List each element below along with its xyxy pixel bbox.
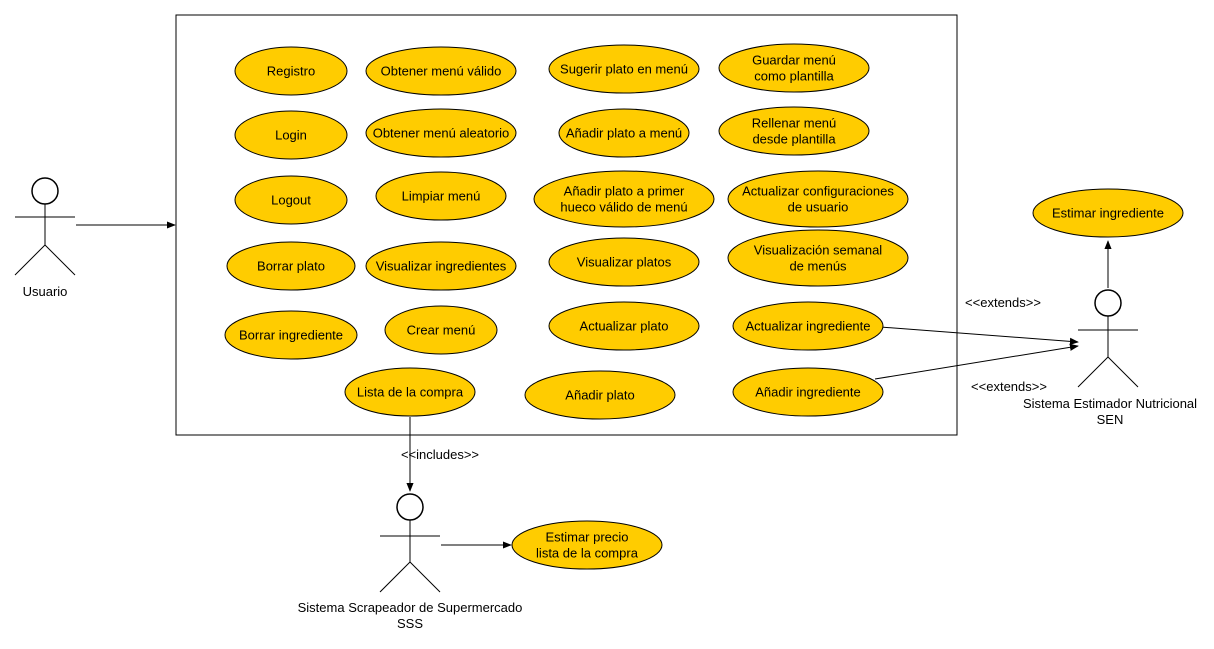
use-case-crear-menu-label: Crear menú <box>407 323 476 338</box>
use-case-visualizacion-semanal-shape <box>727 229 909 287</box>
use-case-guardar-menu-label: Guardar menú <box>752 53 836 68</box>
use-case-obtener-menu-aleatorio-shape <box>365 108 517 158</box>
use-case-anadir-plato[interactable]: Añadir plato <box>524 370 676 420</box>
use-case-obtener-menu-aleatorio-label: Obtener menú aleatorio <box>373 126 510 141</box>
use-case-sugerir-plato-shape <box>548 44 700 94</box>
use-case-logout-label: Logout <box>271 193 311 208</box>
use-case-actualizar-plato-label: Actualizar plato <box>580 319 669 334</box>
extends-arrow-actualizar <box>879 326 1079 345</box>
use-case-anadir-ingrediente-shape <box>732 367 884 417</box>
use-case-obtener-menu-valido-shape <box>365 46 517 96</box>
use-case-visualizar-ingredientes-shape <box>365 241 517 291</box>
use-case-registro[interactable]: Registro <box>234 46 348 96</box>
use-case-lista-compra[interactable]: Lista de la compra <box>344 367 476 417</box>
actor-sen-label-line1: Sistema Estimador Nutricional <box>1023 396 1197 411</box>
actor-usuario-label: Usuario <box>23 284 68 299</box>
use-case-login[interactable]: Login <box>234 110 348 160</box>
use-case-estimar-precio-label: Estimar precio <box>545 530 628 545</box>
use-case-borrar-plato-shape <box>226 241 356 291</box>
use-case-anadir-ingrediente-label: Añadir ingrediente <box>755 385 861 400</box>
use-case-login-shape <box>234 110 348 160</box>
use-case-actualizar-ingrediente-label: Actualizar ingrediente <box>745 319 870 334</box>
use-case-sugerir-plato[interactable]: Sugerir plato en menú <box>548 44 700 94</box>
use-case-visualizar-ingredientes-label: Visualizar ingredientes <box>376 259 507 274</box>
use-case-anadir-plato-hueco-label: Añadir plato a primer <box>564 184 685 199</box>
includes-label: <<includes>> <box>401 447 479 462</box>
use-case-anadir-plato-shape <box>524 370 676 420</box>
actor-sen[interactable]: Sistema Estimador Nutricional SEN <box>1023 289 1197 427</box>
use-case-visualizacion-semanal-label: de menús <box>789 259 847 274</box>
actor-sss[interactable]: Sistema Scrapeador de Supermercado SSS <box>298 493 523 631</box>
use-case-actualizar-ingrediente[interactable]: Actualizar ingrediente <box>732 301 884 351</box>
use-case-obtener-menu-aleatorio[interactable]: Obtener menú aleatorio <box>365 108 517 158</box>
use-case-estimar-precio-label: lista de la compra <box>536 546 639 561</box>
use-case-visualizar-platos-shape <box>548 237 700 287</box>
use-case-rellenar-menu-shape <box>718 106 870 156</box>
actor-sen-label-line2: SEN <box>1097 412 1124 427</box>
use-case-borrar-plato-label: Borrar plato <box>257 259 325 274</box>
use-case-actualizar-plato-shape <box>548 301 700 351</box>
extends-label-top: <<extends>> <box>965 295 1041 310</box>
use-case-visualizar-platos-label: Visualizar platos <box>577 255 672 270</box>
use-case-registro-shape <box>234 46 348 96</box>
actor-sss-label-line1: Sistema Scrapeador de Supermercado <box>298 600 523 615</box>
actor-usuario[interactable]: Usuario <box>14 177 76 299</box>
use-case-limpiar-menu-label: Limpiar menú <box>402 189 481 204</box>
use-case-obtener-menu-valido-label: Obtener menú válido <box>381 64 502 79</box>
use-case-visualizar-platos[interactable]: Visualizar platos <box>548 237 700 287</box>
use-case-crear-menu-shape <box>384 305 498 355</box>
use-case-estimar-ingrediente[interactable]: Estimar ingrediente <box>1032 188 1184 238</box>
use-case-registro-label: Registro <box>267 64 315 79</box>
use-case-visualizar-ingredientes[interactable]: Visualizar ingredientes <box>365 241 517 291</box>
use-case-anadir-ingrediente[interactable]: Añadir ingrediente <box>732 367 884 417</box>
actor-sss-label-line2: SSS <box>397 616 423 631</box>
use-case-estimar-ingrediente-label: Estimar ingrediente <box>1052 206 1164 221</box>
use-case-estimar-ingrediente-shape <box>1032 188 1184 238</box>
use-case-lista-compra-label: Lista de la compra <box>357 385 464 400</box>
use-case-anadir-plato-hueco-shape <box>533 170 715 228</box>
use-case-limpiar-menu[interactable]: Limpiar menú <box>375 171 507 221</box>
use-case-logout[interactable]: Logout <box>234 175 348 225</box>
use-case-logout-shape <box>234 175 348 225</box>
use-case-actualizar-config-shape <box>727 170 909 228</box>
use-case-login-label: Login <box>275 128 307 143</box>
use-case-anadir-plato-menu-label: Añadir plato a menú <box>566 126 682 141</box>
use-case-actualizar-ingrediente-shape <box>732 301 884 351</box>
use-case-rellenar-menu-label: Rellenar menú <box>752 116 837 131</box>
use-case-anadir-plato-label: Añadir plato <box>565 388 634 403</box>
use-case-anadir-plato-hueco-label: hueco válido de menú <box>560 200 687 215</box>
use-case-lista-compra-shape <box>344 367 476 417</box>
use-case-obtener-menu-valido[interactable]: Obtener menú válido <box>365 46 517 96</box>
use-case-actualizar-config-label: de usuario <box>788 200 849 215</box>
use-case-borrar-ingrediente[interactable]: Borrar ingrediente <box>224 310 358 360</box>
use-case-anadir-plato-menu[interactable]: Añadir plato a menú <box>558 108 690 158</box>
extends-arrow-anadir <box>874 343 1079 380</box>
use-case-borrar-ingrediente-shape <box>224 310 358 360</box>
use-case-visualizacion-semanal-label: Visualización semanal <box>754 243 882 258</box>
use-case-anadir-plato-menu-shape <box>558 108 690 158</box>
use-case-rellenar-menu-label: desde plantilla <box>752 132 836 147</box>
use-case-crear-menu[interactable]: Crear menú <box>384 305 498 355</box>
use-case-borrar-plato[interactable]: Borrar plato <box>226 241 356 291</box>
use-case-estimar-precio-shape <box>511 520 663 570</box>
use-case-guardar-menu-shape <box>718 43 870 93</box>
use-case-borrar-ingrediente-label: Borrar ingrediente <box>239 328 343 343</box>
extends-label-bottom: <<extends>> <box>971 379 1047 394</box>
use-case-guardar-menu-label: como plantilla <box>754 69 834 84</box>
use-case-actualizar-config-label: Actualizar configuraciones <box>742 184 894 199</box>
use-case-limpiar-menu-shape <box>375 171 507 221</box>
use-case-sugerir-plato-label: Sugerir plato en menú <box>560 62 688 77</box>
use-case-actualizar-plato[interactable]: Actualizar plato <box>548 301 700 351</box>
